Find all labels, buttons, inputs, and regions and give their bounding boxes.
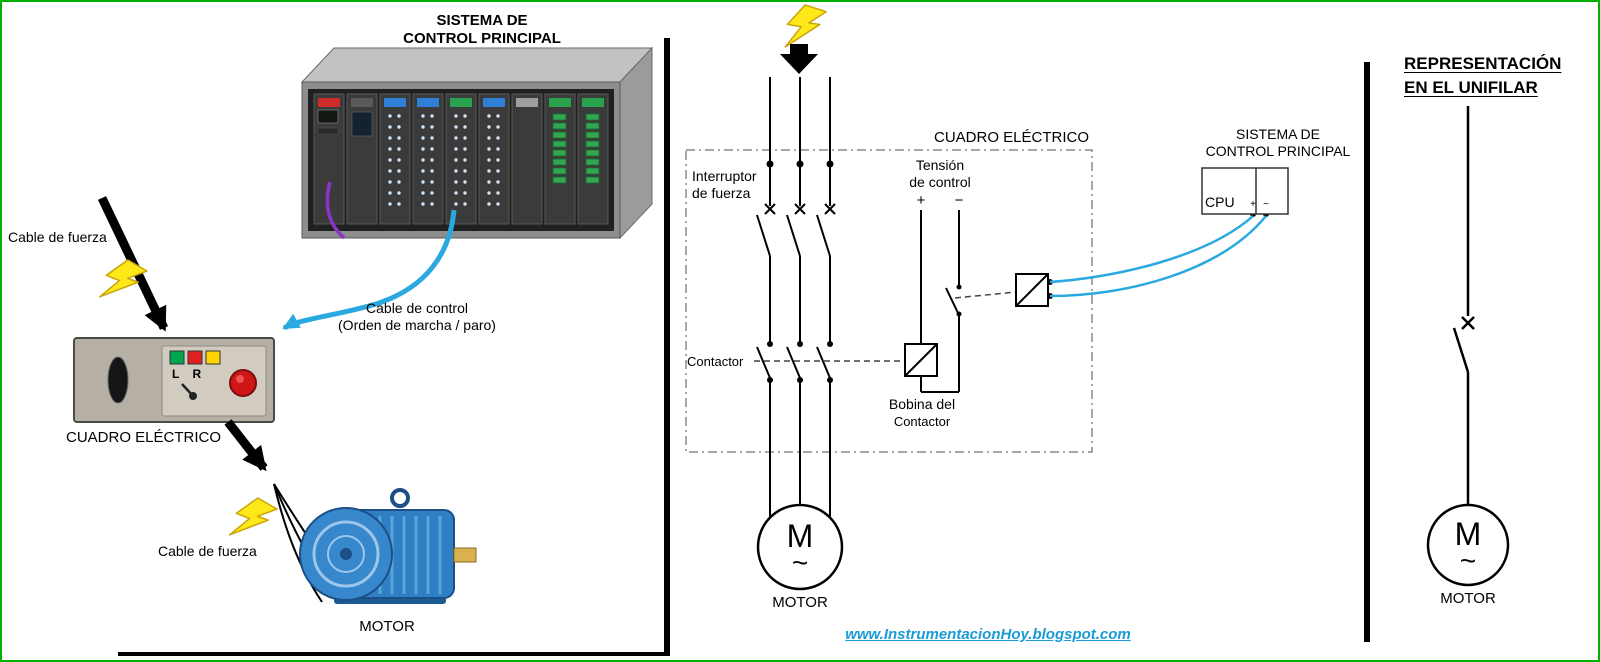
power-feed-arrow [780,44,818,74]
cable-control-label: Cable de control (Orden de marcha / paro… [292,300,542,334]
plc-rack-side [619,46,653,240]
motor-wave-unifilar: ~ [1459,545,1477,576]
control-minus-sign: − [954,192,964,209]
plc-rack [300,46,654,240]
tension-label: Tensión de control [880,157,1000,191]
indicator-green [169,350,185,365]
cpu-box [1201,167,1289,215]
cpu-title-line1: SISTEMA DE [1235,126,1321,142]
cable-control-line1: Cable de control [366,300,468,316]
motor-illustration [299,488,477,604]
plc-rack-top [300,47,654,83]
panel-label: CUADRO ELÉCTRICO [66,429,222,446]
cpu-relay-coil [1015,273,1049,307]
plc-module-cpu [313,93,345,225]
motor-label-schematic: MOTOR [772,594,828,611]
motor-symbol-unifilar [1426,503,1510,587]
plc-module [445,93,477,225]
relay-contact [945,287,960,316]
motor-wave-schematic: ~ [791,547,809,578]
breaker-blade [1452,327,1470,373]
divider-right [1364,62,1370,642]
cpu-minus-sign: − [1263,199,1269,210]
cable-control-line2: (Orden de marcha / paro) [338,317,496,333]
bobina-line1: Bobina del [888,396,956,412]
plc-module [544,93,576,225]
motor-shaft [453,547,477,563]
motor-label-left: MOTOR [359,618,415,635]
plc-module [379,93,411,225]
plc-module [577,93,609,225]
three-phase-lines [756,77,836,530]
cpu-label: CPU [1205,194,1235,210]
cable-fuerza-bottom-label: Cable de fuerza [158,543,257,559]
motor-label-unifilar: MOTOR [1440,590,1496,607]
divider-left [664,38,670,656]
motor-m-schematic: M [786,518,814,554]
rotary-switch-handle [107,356,129,404]
unifilar-title-line2: EN EL UNIFILAR [1404,78,1538,97]
plc-programming-cable [325,181,346,240]
panel-lr-label: L R [172,367,207,381]
bobina-line2: Contactor [893,414,951,429]
cuadro-electrico-enclosure [685,149,1093,453]
plc-module [346,93,378,225]
stop-button [229,369,257,397]
motor-symbol-schematic [756,503,844,591]
control-plus-sign: + [916,192,926,209]
unifilar-title-line1: REPRESENTACIÓN [1404,54,1562,73]
electrical-panel [73,337,275,423]
cuadro-electrico-label: CUADRO ELÉCTRICO [933,129,1090,146]
cpu-plus-sign: + [1250,199,1256,210]
lightning-bolt-bottom-left-icon [224,491,278,550]
bottom-rule-left [118,652,670,656]
contactor-label: Contactor [687,354,744,369]
plc-title: SISTEMA DE CONTROL PRINCIPAL [372,12,592,48]
bobina-label: Bobina del Contactor [860,396,984,430]
control-cable [282,209,457,331]
plc-title-line1: SISTEMA DE [436,12,528,29]
plc-module [412,93,444,225]
power-cable-bottom [224,419,268,472]
stop-button-highlight [236,375,244,383]
cpu-control-wires [1049,215,1267,298]
footer-link[interactable]: www.InstrumentacionHoy.blogspot.com [845,626,1131,643]
indicator-red [187,350,203,365]
motor-m-unifilar: M [1454,516,1482,552]
tension-line2: de control [909,174,971,190]
unifilar-diagram [1426,106,1510,587]
plc-title-line2: CONTROL PRINCIPAL [403,30,561,47]
control-circuit [904,210,960,393]
cable-fuerza-top-label: Cable de fuerza [8,229,107,245]
selector-switch-lever [181,383,194,397]
cpu-title: SISTEMA DE CONTROL PRINCIPAL [1188,126,1368,160]
unifilar-title: REPRESENTACIÓN EN EL UNIFILAR [1404,52,1561,100]
plc-module [511,93,543,225]
relay-mechanical-link [954,291,1017,299]
interruptor-label: Interruptor de fuerza [692,168,757,202]
indicator-yellow [205,350,221,365]
tension-line1: Tensión [915,157,965,173]
cpu-title-line2: CONTROL PRINCIPAL [1205,143,1351,159]
plc-module [478,93,510,225]
interruptor-line1: Interruptor [692,168,757,184]
motor-lifting-eye [390,488,410,508]
junction-dots [766,160,1269,383]
interruptor-line2: de fuerza [692,185,751,201]
